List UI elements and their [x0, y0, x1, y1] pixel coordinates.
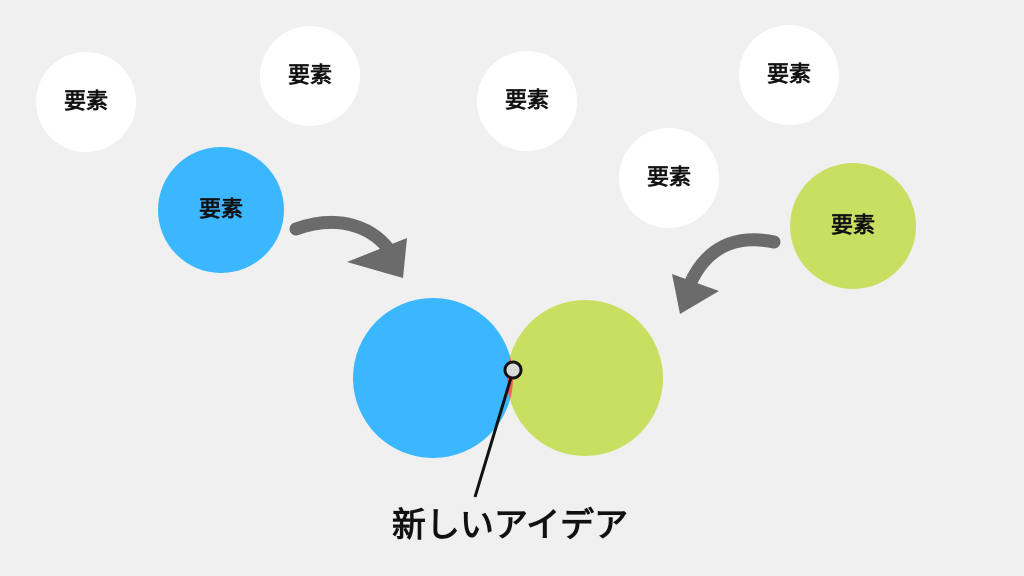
element-blue: 要素 [158, 147, 284, 273]
element-white-2: 要素 [260, 26, 360, 126]
element-label: 要素 [767, 62, 811, 88]
element-circle [158, 147, 284, 273]
element-white-1: 要素 [36, 52, 136, 152]
element-circle [619, 128, 719, 228]
venn-blue-circle [353, 298, 513, 458]
pointer-dot [503, 360, 523, 380]
venn-green-circle [507, 300, 663, 456]
element-circle [790, 163, 916, 289]
element-label: 要素 [64, 89, 108, 115]
element-green: 要素 [790, 163, 916, 289]
element-circle [739, 25, 839, 125]
new-idea-label: 新しいアイデア [392, 506, 628, 546]
element-circle [36, 52, 136, 152]
element-circle [477, 51, 577, 151]
element-label: 要素 [831, 213, 875, 239]
pointer-line [473, 370, 515, 498]
element-label: 要素 [647, 165, 691, 191]
element-label: 要素 [288, 63, 332, 89]
element-white-4: 要素 [619, 128, 719, 228]
venn-combination [353, 298, 663, 458]
element-white-3: 要素 [477, 51, 577, 151]
arrow-left-icon [289, 216, 407, 278]
arrow-right-icon [672, 233, 781, 314]
element-white-5: 要素 [739, 25, 839, 125]
element-circle [260, 26, 360, 126]
idea-pointer [473, 360, 523, 498]
element-label: 要素 [199, 197, 243, 223]
element-label: 要素 [505, 88, 549, 114]
